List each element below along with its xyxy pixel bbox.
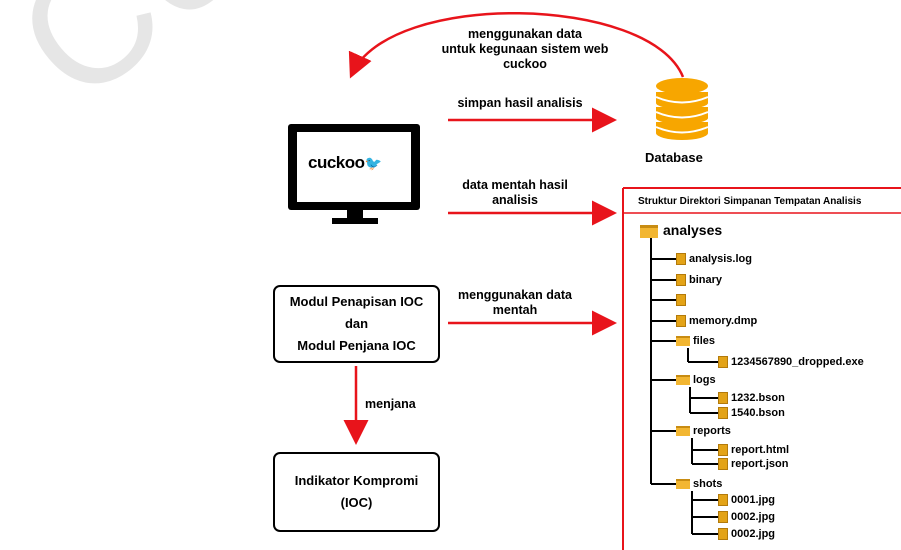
file-icon: [676, 253, 686, 266]
root-folder: analyses: [640, 222, 722, 238]
tree-item-label: 0002.jpg: [731, 511, 776, 523]
module-arrow-label-line1: menggunakan data: [458, 288, 572, 302]
save-arrow-label: simpan hasil analisis: [457, 96, 583, 110]
tree-item-blank: [676, 294, 689, 307]
folder-icon: [676, 375, 690, 386]
tree-item-memory: memory.dmp: [676, 315, 758, 328]
tree-item-binary: binary: [676, 274, 723, 287]
tree-item-report-json: report.json: [718, 458, 789, 471]
folder-icon: [676, 426, 690, 437]
ioc-box-line2: (IOC): [340, 495, 373, 510]
directory-title: Struktur Direktori Simpanan Tempatan Ana…: [638, 196, 862, 207]
tree-item-report-html: report.html: [718, 444, 790, 457]
tree-item-label: shots: [693, 478, 723, 490]
top-arrow-label-line3: cuckoo: [503, 57, 547, 71]
module-box-line1: Modul Penapisan IOC: [289, 294, 424, 309]
tree-item-analysis-log: analysis.log: [676, 253, 752, 266]
module-box-line3: Modul Penjana IOC: [297, 338, 416, 353]
folder-icon: [676, 336, 690, 347]
module-box: Modul Penapisan IOC dan Modul Penjana IO…: [273, 285, 440, 363]
tree-item-shot3: 0002.jpg: [718, 528, 776, 541]
database-label: Database: [645, 150, 703, 165]
tree-lines: [650, 238, 718, 535]
tree-item-shots: shots: [676, 478, 722, 490]
module-arrow-label-line2: mentah: [492, 303, 538, 317]
file-icon: [718, 407, 728, 420]
cuckoo-logo-text: cuckoo: [308, 153, 365, 172]
file-icon: [718, 392, 728, 405]
tree-item-shot2: 0002.jpg: [718, 511, 776, 524]
raw-arrow-label-line1: data mentah hasil: [462, 178, 568, 192]
tree-item-label: report.html: [731, 444, 790, 456]
bird-icon: 🐦: [364, 155, 382, 171]
file-icon: [718, 356, 728, 369]
file-icon: [676, 315, 686, 328]
file-icon: [718, 511, 728, 524]
database-icon: [655, 78, 709, 140]
root-folder-label: analyses: [663, 222, 723, 238]
tree-item-label: memory.dmp: [689, 315, 758, 327]
module-box-line2: dan: [344, 316, 369, 331]
top-arrow-label: menggunakan data untuk kegunaan sistem w…: [430, 27, 620, 72]
file-icon: [676, 294, 686, 307]
monitor-icon: [288, 124, 420, 224]
file-icon: [718, 458, 728, 471]
generate-arrow-label: menjana: [365, 397, 416, 411]
tree-item-label: 1540.bson: [731, 407, 785, 419]
top-arrow-label-line1: menggunakan data: [468, 27, 582, 41]
file-icon: [676, 274, 686, 287]
directory-panel-border: [622, 187, 901, 550]
tree-item-label: 1232.bson: [731, 392, 785, 404]
file-icon: [718, 494, 728, 507]
folder-icon: [676, 479, 690, 490]
file-icon: [718, 444, 728, 457]
file-icon: [718, 528, 728, 541]
tree-item-label: 1234567890_dropped.exe: [731, 356, 864, 368]
tree-item-label: files: [693, 335, 716, 347]
cuckoo-logo: cuckoo🐦: [308, 153, 382, 173]
folder-icon: [640, 224, 658, 238]
tree-item-logs: logs: [676, 374, 716, 386]
top-curve-arrow: [348, 11, 685, 79]
tree-item-label: logs: [693, 374, 716, 386]
tree-item-reports: reports: [676, 425, 731, 437]
ioc-box: Indikator Kompromi (IOC): [273, 452, 440, 532]
tree-item-label: 0001.jpg: [731, 494, 776, 506]
raw-arrow-label-line2: analisis: [492, 193, 538, 207]
tree-item-label: analysis.log: [689, 253, 752, 265]
tree-item-files: files: [676, 335, 715, 347]
tree-item-bson2: 1540.bson: [718, 407, 785, 420]
module-arrow-label: menggunakan data mentah: [440, 288, 590, 318]
tree-item-label: 0002.jpg: [731, 528, 776, 540]
top-arrow-label-line2: untuk kegunaan sistem web: [441, 42, 609, 56]
tree-item-dropped: 1234567890_dropped.exe: [718, 356, 864, 369]
ioc-box-line1: Indikator Kompromi: [294, 473, 419, 488]
tree-item-label: binary: [689, 274, 723, 286]
tree-item-label: report.json: [731, 458, 789, 470]
tree-item-bson1: 1232.bson: [718, 392, 785, 405]
tree-item-label: reports: [693, 425, 731, 437]
tree-item-shot1: 0001.jpg: [718, 494, 776, 507]
raw-arrow-label: data mentah hasil analisis: [440, 178, 590, 208]
